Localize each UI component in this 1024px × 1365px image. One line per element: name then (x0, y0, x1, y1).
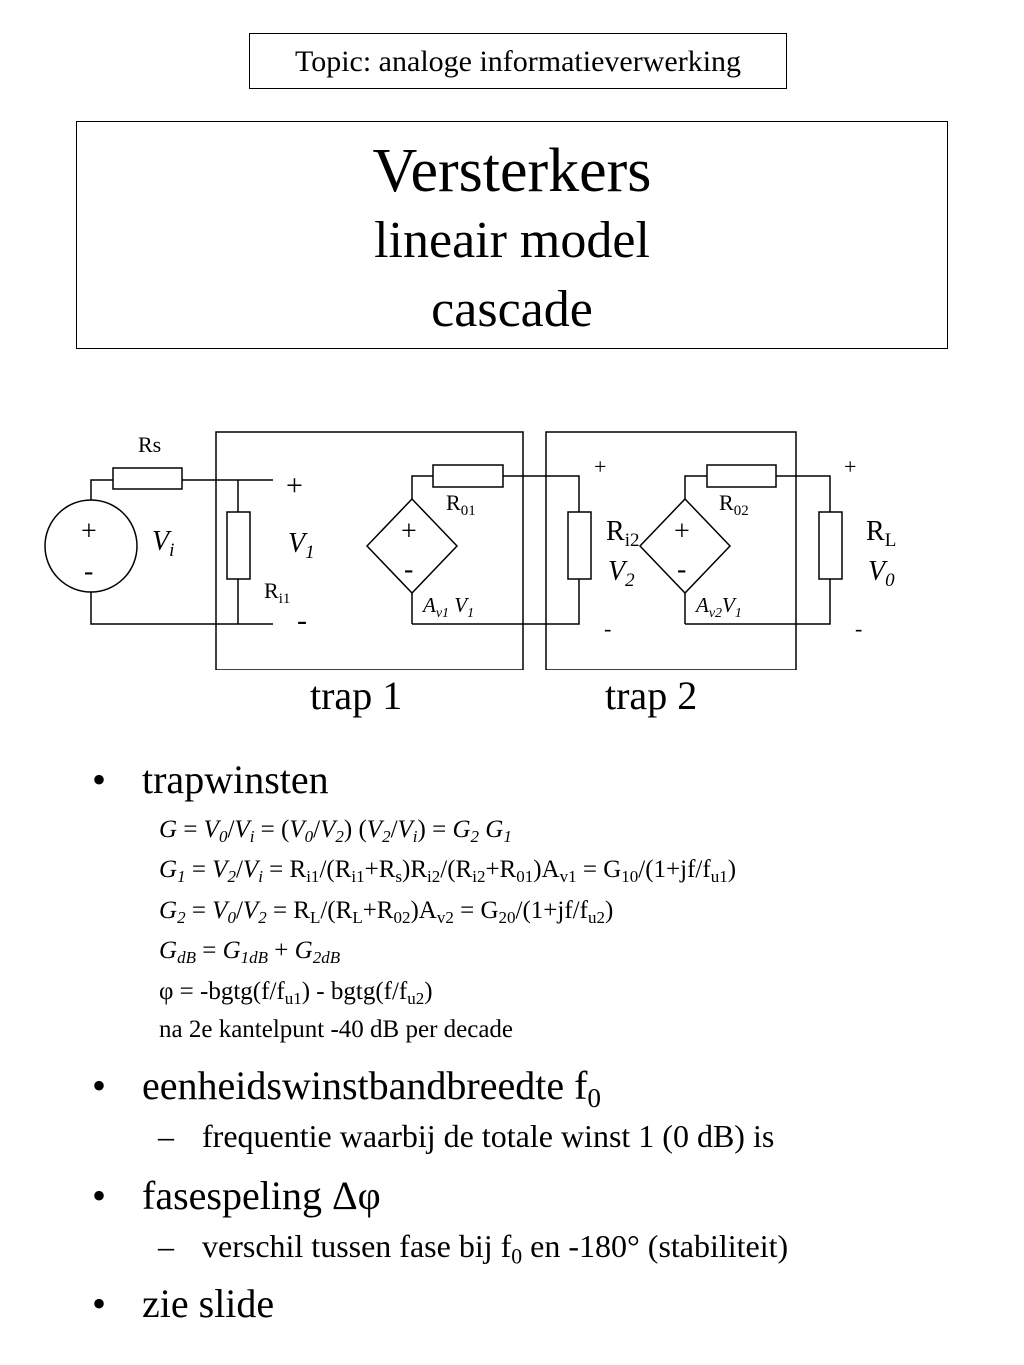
dep1-plus: + (401, 516, 417, 547)
resistor-ri1 (226, 511, 251, 580)
label-rs: Rs (138, 432, 161, 457)
cascade-amplifier-circuit: Rs + - Vi + V1 - Ri1 + - R01 Av1 V1 + Ri… (44, 431, 896, 670)
topic-label: Topic: analoge informatieverwerking (249, 33, 787, 89)
subbullet-dash: – (158, 1118, 174, 1154)
bullet-dot: • (92, 1063, 107, 1108)
dep2-plus: + (674, 516, 690, 547)
bullet-text: eenheidswinstbandbreedte f0 (142, 1063, 601, 1114)
v2-plus: + (594, 454, 606, 479)
bullet-text: zie slide (142, 1281, 275, 1326)
resistor-rs (112, 467, 183, 490)
subbullet-text: frequentie waarbij de totale winst 1 (0 … (202, 1118, 775, 1154)
v2-minus: - (604, 616, 611, 641)
label-v1: V1 (288, 528, 315, 563)
equation-gdb: GdB = G1dB + G2dB (159, 937, 341, 968)
v0-plus: + (844, 454, 856, 479)
trap-2-label: trap 2 (605, 673, 698, 718)
stage-2-box (545, 431, 797, 670)
slide-title: Versterkers (372, 137, 652, 205)
label-v0: V0 (868, 556, 895, 591)
equation-g1: G1 = V2/Vi = Ri1/(Ri1+Rs)Ri2/(Ri2+R01)Av… (159, 856, 737, 887)
subbullet-dash: – (158, 1228, 174, 1264)
v0-minus: - (855, 616, 862, 641)
slide-subtitle-1: lineair model (374, 212, 650, 269)
v1-plus: + (286, 469, 303, 502)
resistor-ri2 (567, 511, 592, 580)
resistor-r02 (706, 464, 777, 488)
dep2-minus: - (677, 554, 686, 585)
bullet-text: trapwinsten (142, 757, 329, 802)
trap-1-label: trap 1 (310, 673, 403, 718)
title-box: Versterkers lineair model cascade (76, 121, 948, 349)
slide-subtitle-2: cascade (431, 281, 593, 338)
label-av1: Av1 V1 (421, 593, 474, 621)
label-v2: V2 (608, 556, 635, 591)
resistor-rl (818, 511, 843, 580)
label-ri2: Ri2 (606, 516, 639, 551)
label-r02: R02 (719, 490, 749, 519)
equation-note: na 2e kantelpunt -40 dB per decade (159, 1016, 514, 1043)
bullet-dot: • (92, 1281, 107, 1326)
v1-minus: - (297, 604, 307, 637)
resistor-r01 (432, 464, 504, 488)
dep1-minus: - (404, 554, 413, 585)
label-av2: Av2V1 (694, 593, 742, 621)
label-ri1: Ri1 (264, 578, 290, 607)
bullet-dot: • (92, 1173, 107, 1218)
label-vi: Vi (152, 526, 174, 561)
equation-g: G = V0/Vi = (V0/V2) (V2/Vi) = G2 G1 (159, 816, 512, 847)
label-r01: R01 (446, 490, 476, 519)
label-rl: RL (866, 516, 896, 551)
equation-g2: G2 = V0/V2 = RL/(RL+R02)Av2 = G20/(1+jf/… (159, 897, 614, 928)
equation-phase: φ = -bgtg(f/fu1) - bgtg(f/fu2) (159, 978, 433, 1009)
source-minus: - (84, 556, 93, 587)
stage-1-box (215, 431, 524, 670)
source-plus: + (81, 516, 97, 547)
subbullet-text: verschil tussen fase bij f0 en -180° (st… (202, 1228, 789, 1269)
bullet-dot: • (92, 757, 107, 802)
bullet-text: fasespeling Δφ (142, 1173, 381, 1218)
